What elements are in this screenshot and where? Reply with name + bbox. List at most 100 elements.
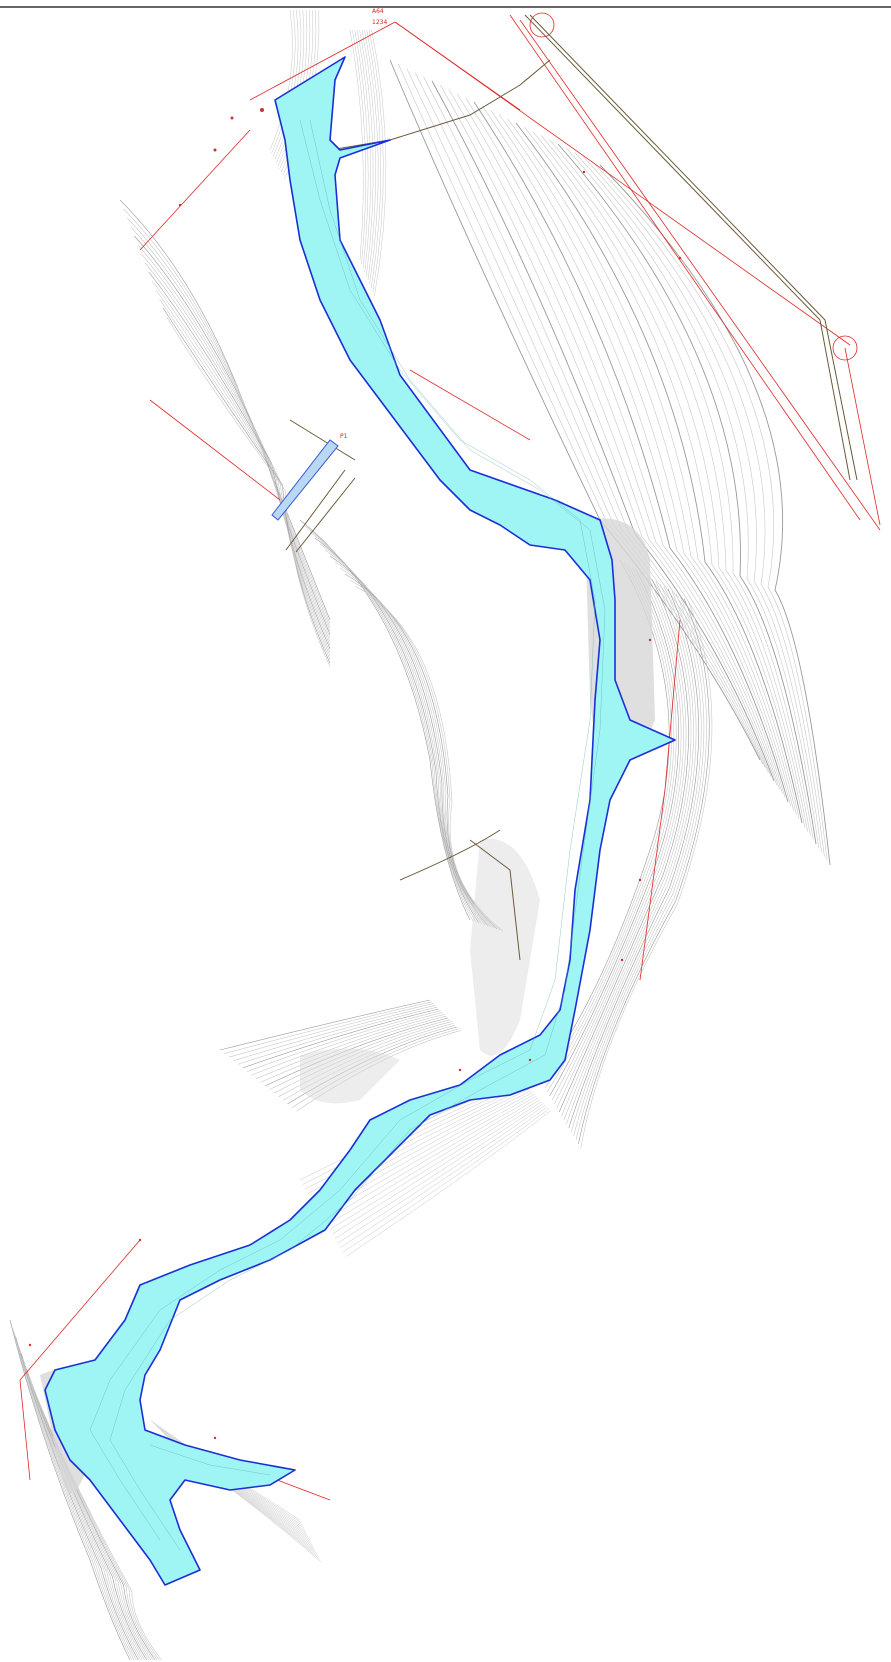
contour-line xyxy=(224,1001,432,1054)
contour-line xyxy=(260,1015,447,1083)
contour-line xyxy=(551,571,682,1101)
contour-line xyxy=(566,586,697,1125)
contour-line xyxy=(364,29,379,285)
contour-line xyxy=(515,122,803,824)
contour-line xyxy=(246,1010,441,1072)
contour-line xyxy=(334,1103,544,1239)
contour-line xyxy=(269,1019,450,1090)
river-channel xyxy=(44,56,676,1586)
contour-line xyxy=(228,1003,434,1058)
contour-line xyxy=(561,581,692,1117)
contour-line xyxy=(354,585,504,932)
contour-line xyxy=(343,1108,549,1253)
contour-line xyxy=(30,1382,162,1661)
contour-line xyxy=(264,1017,449,1087)
contour-line xyxy=(282,1024,456,1101)
contour-line xyxy=(11,1324,133,1661)
contour-line xyxy=(321,1094,535,1217)
contour-line xyxy=(575,595,707,1141)
contour-line xyxy=(566,147,820,849)
survey-lines xyxy=(19,12,881,1501)
contour-line xyxy=(23,1361,152,1661)
contour-line xyxy=(271,9,296,154)
contour-line xyxy=(162,307,331,664)
contour-line xyxy=(456,93,783,794)
contour-line xyxy=(329,1099,540,1230)
contour-line xyxy=(9,1319,131,1661)
contour-line xyxy=(314,537,480,924)
contour-line xyxy=(242,1008,440,1069)
contour-line xyxy=(558,579,689,1113)
contour-line xyxy=(291,1028,459,1108)
contour-line xyxy=(255,1014,445,1080)
contour-line xyxy=(532,131,808,832)
contour-line xyxy=(219,999,431,1051)
contour-line xyxy=(349,29,364,261)
contour-line xyxy=(18,1345,143,1661)
contour-line xyxy=(324,1095,537,1221)
contour-line xyxy=(473,101,789,803)
contour-line xyxy=(13,1332,137,1661)
contour-line xyxy=(148,271,331,649)
contour-line xyxy=(334,561,492,928)
contour-line xyxy=(366,29,382,289)
contour-line xyxy=(339,567,495,929)
contour-line xyxy=(166,316,331,667)
contour-line xyxy=(482,106,792,807)
contour-line xyxy=(570,591,702,1133)
contour-line xyxy=(278,1023,454,1098)
contour-line xyxy=(144,262,331,646)
contour-line xyxy=(152,280,331,653)
contour-line xyxy=(359,29,374,277)
contour-line xyxy=(578,598,710,1145)
contour-line xyxy=(556,576,687,1109)
bridge-tag: P1 xyxy=(340,433,348,440)
contour-line xyxy=(356,29,371,273)
contour-lines xyxy=(9,9,831,1661)
contour-line xyxy=(549,139,814,840)
contour-line xyxy=(539,559,670,1081)
contour-line xyxy=(22,1357,150,1661)
survey-points xyxy=(28,108,682,1440)
contour-line xyxy=(12,1328,135,1661)
survey-tag-top-sub: 1234 xyxy=(372,19,387,26)
contour-line xyxy=(324,549,486,926)
contour-line xyxy=(557,143,817,845)
contour-line xyxy=(580,600,713,1149)
contour-line xyxy=(233,1005,436,1062)
contour-line xyxy=(344,573,498,930)
contour-line xyxy=(465,97,786,798)
contour-line xyxy=(332,1101,542,1235)
contour-line xyxy=(329,555,489,927)
contour-line xyxy=(368,29,384,293)
contour-line xyxy=(15,1336,139,1661)
contour-line xyxy=(371,29,387,297)
contour-line xyxy=(389,59,761,761)
contour-line xyxy=(599,164,831,866)
contour-line xyxy=(431,80,775,782)
contour-line xyxy=(16,1340,141,1661)
contour-line xyxy=(573,593,705,1137)
contour-line xyxy=(414,72,769,773)
contour-line xyxy=(544,564,675,1089)
contour-line xyxy=(582,156,825,857)
contour-line xyxy=(554,574,684,1105)
contour-line xyxy=(540,135,811,836)
contour-line xyxy=(574,152,822,853)
contour-line xyxy=(296,1030,461,1112)
contour-line xyxy=(549,569,679,1097)
contour-line xyxy=(19,1349,145,1661)
contour-line xyxy=(546,567,677,1093)
contour-line xyxy=(524,127,806,828)
contour-line xyxy=(440,85,778,786)
contour-line xyxy=(155,289,331,657)
contour-line xyxy=(251,1012,443,1076)
contour-line xyxy=(20,1353,148,1661)
contour-line xyxy=(272,9,299,157)
contour-line xyxy=(591,160,828,861)
contour-line xyxy=(498,114,797,815)
contour-line xyxy=(159,298,331,660)
survey-tag-top: A64 xyxy=(372,8,384,15)
